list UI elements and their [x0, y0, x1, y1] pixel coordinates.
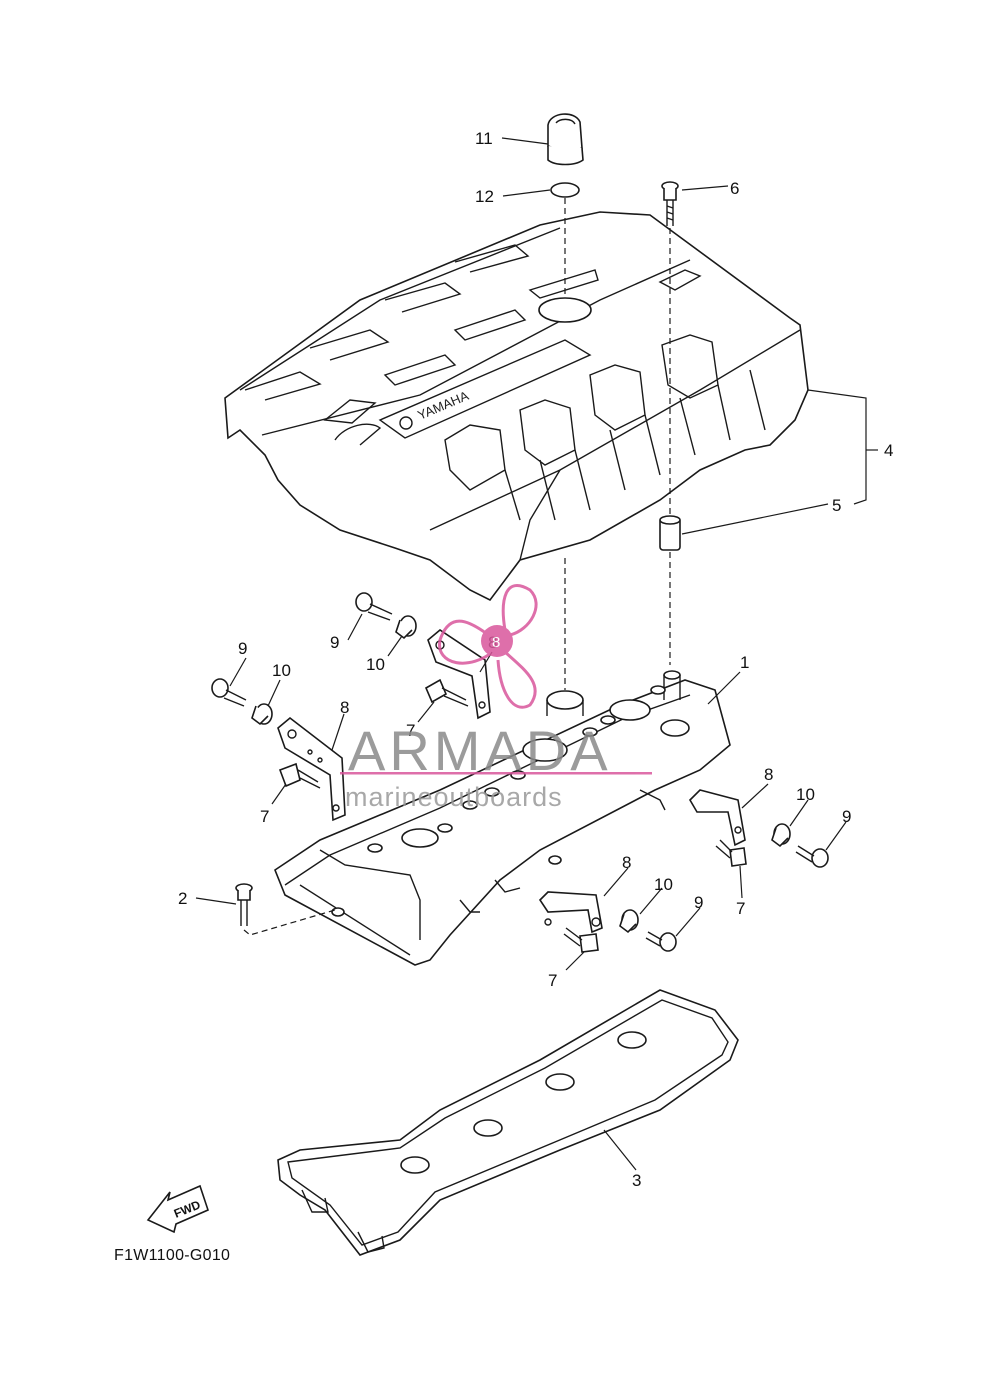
collar-10-right [771, 823, 791, 848]
bracket-right [688, 789, 746, 847]
bolt-7-left [278, 762, 321, 789]
callout-7-right: 7 [736, 899, 745, 918]
callout-9-upper: 9 [330, 633, 339, 652]
callout-4: 4 [884, 441, 893, 460]
collar-10-upper [395, 615, 417, 640]
bolt-9-left [211, 678, 247, 707]
armada-watermark: 8 ARMADA marineoutboards [340, 584, 652, 812]
collar-10-lower [619, 909, 639, 934]
oil-filler-cap [547, 113, 584, 166]
callout-1: 1 [740, 653, 749, 672]
callout-12: 12 [475, 187, 494, 206]
bolt-9-upper [355, 592, 393, 621]
engine-top-cover: YAMAHA [224, 211, 809, 602]
watermark-underline [340, 772, 652, 775]
figure-code: F1W1100-G010 [114, 1247, 231, 1264]
cylinder-head-cover [274, 670, 731, 966]
callout-10-upper: 10 [366, 655, 385, 674]
bolt-7-right [715, 839, 747, 867]
callout-9-upper-left: 9 [238, 639, 247, 658]
bolt-7-upper [424, 678, 469, 707]
o-ring [550, 182, 580, 198]
watermark-badge: 8 [492, 634, 500, 651]
callout-11: 11 [475, 129, 493, 148]
cover-gasket [277, 989, 739, 1256]
watermark-subtitle: marineoutboards [345, 782, 563, 812]
propeller-logo-icon: 8 [438, 584, 538, 709]
cover-screw [661, 181, 679, 226]
bracket-lower [538, 891, 603, 934]
bolt-2 [235, 883, 253, 926]
watermark-brand: ARMADA [348, 719, 612, 782]
callout-7-lower: 7 [548, 971, 557, 990]
fwd-arrow: FWD [146, 1184, 209, 1234]
callout-7-left: 7 [260, 807, 269, 826]
callout-7-upper: 7 [406, 721, 415, 740]
callout-2: 2 [178, 889, 187, 908]
collar-10-left [251, 703, 273, 726]
bracket-left [277, 716, 346, 822]
callout-5: 5 [832, 496, 841, 515]
callout-3: 3 [632, 1171, 641, 1190]
bracket-upper [427, 629, 491, 720]
callout-9-lower: 9 [694, 893, 703, 912]
bolt-7-lower [563, 927, 599, 953]
callout-6: 6 [730, 179, 739, 198]
grommet [659, 515, 681, 551]
callout-10-lower: 10 [654, 875, 673, 894]
callout-9-right: 9 [842, 807, 851, 826]
bolt-9-lower [645, 931, 677, 952]
leader-lines [195, 137, 878, 1171]
callout-8-lower: 8 [622, 853, 631, 872]
callout-8-left: 8 [340, 698, 349, 717]
callout-10-right: 10 [796, 785, 815, 804]
callout-10-left: 10 [272, 661, 291, 680]
bolt-9-right [795, 845, 829, 868]
callout-8-right: 8 [764, 765, 773, 784]
